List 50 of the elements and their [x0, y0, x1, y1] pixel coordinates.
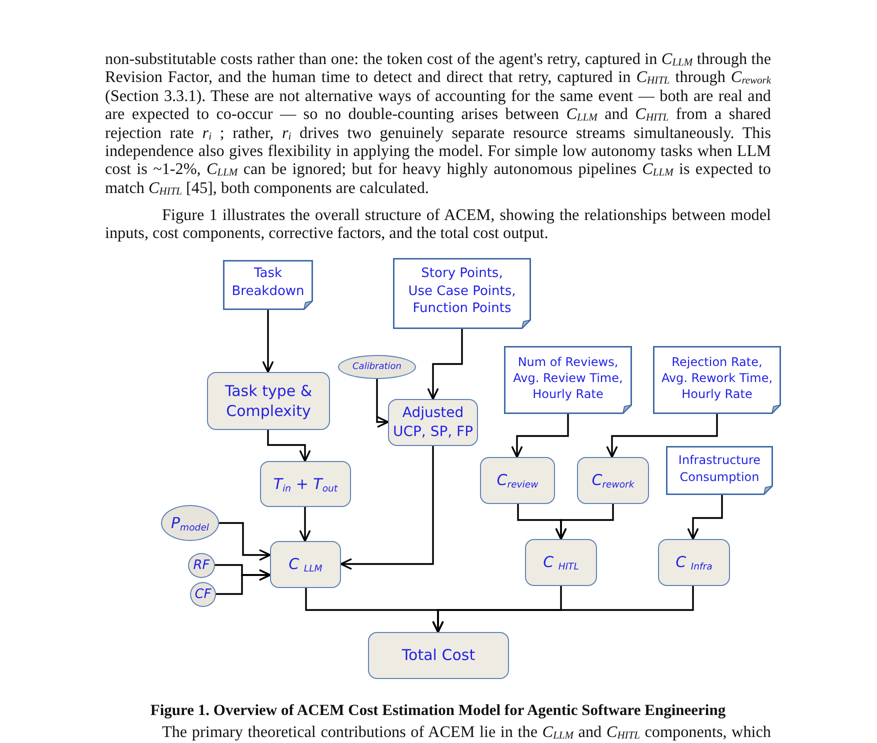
- node-label: P$_{model}$: [171, 512, 209, 534]
- body-paragraph: non-substitutable costs rather than one: the token cost of the agent's retry, captured in C$_{LLM}$ through the Revision Factor, and the human time to detect and direct that retry, captured in C$_{HITL}$ through C$_{rework}$ (Section 3.3.1). These are not alternative ways of accounting for the same event — both are real and are expected to co-occur — so no double-counting arises between C$_{LLM}$ and C$_{HITL}$ from a shared rejection rate r$_{i}$ ; rather, r$_{i}$ drives two genuinely separate resource streams simultaneously. This independence also gives flexibility in applying the model. For simple low autonomy tasks when LLM cost is ~1-2%, C$_{LLM}$ can be ignored; but for heavy highly autonomous pipelines C$_{LLM}$ is expected to match C$_{HITL}$ [45], both components are calculated.: [105, 51, 771, 198]
- node-label: Task type & Complexity: [224, 380, 314, 422]
- document-box: [393, 258, 531, 329]
- arrow: [267, 430, 311, 462]
- node-label: RF: [193, 556, 210, 574]
- process-box: [480, 457, 555, 504]
- arrow: [376, 379, 389, 428]
- parameter-oval: [190, 582, 216, 607]
- arrow: [511, 414, 569, 458]
- body-paragraph: The primary theoretical contributions of ACEM lie in the C$_{LLM}$ and C$_{HITL}$ components, which: [161, 724, 771, 742]
- node-label: C $_{Infra}$: [676, 552, 712, 573]
- arrow: [216, 569, 271, 595]
- node-label: Adjusted UCP, SP, FP: [392, 404, 474, 442]
- arrow: [340, 446, 434, 570]
- node-label: Task Breakdown: [230, 265, 306, 301]
- process-box: [270, 541, 341, 588]
- body-paragraph: Figure 1 illustrates the overall structure of ACEM, showing the relationships between model inputs, cost components, corrective factors, and the total cost output.: [105, 207, 771, 244]
- arrow: [219, 522, 271, 561]
- document-box: [504, 346, 632, 414]
- arrow: [687, 495, 723, 540]
- figure-caption: Figure 1. Overview of ACEM Cost Estimation Model for Agentic Software Engineering: [149, 701, 727, 720]
- arrow: [427, 329, 463, 400]
- arrow: [606, 414, 718, 458]
- node-label: Total Cost: [402, 645, 476, 666]
- process-box: [368, 632, 509, 679]
- parameter-oval: [188, 553, 215, 578]
- document-box: [666, 446, 773, 495]
- document-box: [653, 346, 781, 414]
- arrow: [432, 586, 694, 633]
- node-label: Infrastructure Consumption: [677, 452, 762, 485]
- arrow: [299, 507, 311, 542]
- node-label: C $_{HITL}$: [543, 552, 579, 573]
- node-label: T$_{in}$ + T$_{out}$: [273, 474, 338, 494]
- process-box: [207, 372, 330, 430]
- node-label: Calibration: [352, 360, 402, 374]
- node-label: C$_{rework}$: [592, 470, 634, 491]
- node-label: CF: [194, 586, 212, 604]
- node-label: C $_{LLM}$: [288, 554, 322, 575]
- process-box: [260, 461, 351, 507]
- process-box: [577, 457, 649, 504]
- node-label: C$_{review}$: [496, 470, 538, 491]
- arrow: [262, 310, 274, 373]
- process-box: [658, 539, 730, 586]
- arrow: [555, 504, 614, 540]
- node-label: Rejection Rate, Avg. Rework Time, Hourly Rate: [660, 354, 774, 402]
- document-box: [223, 260, 313, 310]
- node-label: Num of Reviews, Avg. Review Time, Hourly Rate: [512, 354, 624, 402]
- process-box: [525, 539, 597, 586]
- node-label: Story Points, Use Case Points, Function Points: [407, 265, 517, 318]
